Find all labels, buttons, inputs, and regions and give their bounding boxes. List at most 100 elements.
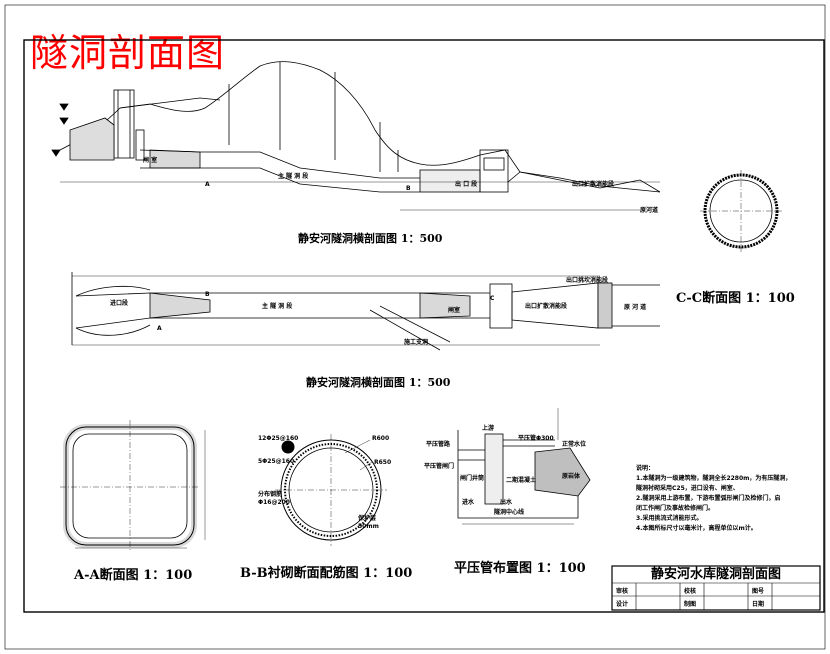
bb-cover2: 50mm (358, 523, 379, 530)
pp-shaft (484, 433, 504, 505)
tb-frame (611, 565, 821, 611)
pp-chamber (457, 430, 579, 519)
tunnel-invert (140, 167, 420, 193)
outer-frame (4, 4, 826, 650)
notes-heading: 说明： (636, 465, 655, 472)
plan-lower (75, 317, 490, 329)
plan-top-note: 出口挑坎消能段 (566, 276, 608, 284)
branch-tunnel (369, 305, 451, 351)
upstream-slope (119, 97, 221, 109)
bb-rebar1: 12Φ25@160 (258, 435, 298, 442)
plan-channel-label: 原 河 道 (624, 303, 646, 311)
long-gate-label: 闸 室 (143, 156, 157, 164)
pp-water: 正常水位 (562, 440, 586, 448)
tb-cell: 图号 (752, 588, 765, 595)
plan-upper (75, 292, 490, 297)
bb-rebar-detail (281, 440, 295, 454)
pp-pipe (458, 449, 485, 461)
longitudinal-section (51, 61, 661, 211)
intake-tower (113, 89, 135, 159)
pp-bottom: 隧洞中心线 (494, 508, 524, 516)
leader (344, 439, 371, 454)
section-cc (700, 170, 782, 252)
note-line: 2.隧洞采用上游布置，下游布置弧形闸门及检修门，启 (636, 495, 781, 502)
plan-mark-b: B (205, 291, 210, 298)
long-outlet-label: 出 口 段 (455, 180, 477, 188)
caption-section-aa: A-A断面图 1：100 (74, 568, 193, 583)
plan-channel (612, 284, 660, 327)
section-bb (275, 434, 387, 546)
water-level-icon (59, 103, 69, 111)
pp-rock (534, 447, 591, 497)
note-line: 闭工作闸门及事故检修闸门。 (636, 505, 715, 512)
bb-dist: 分布钢筋 (258, 490, 282, 498)
bb-dist2: Φ16@200 (258, 499, 290, 506)
long-outlet-note: 出口扩散消能段 (572, 180, 614, 188)
caption-section-bb: B-B衬砌断面配筋图 1：100 (240, 566, 413, 581)
tb-cell: 日期 (752, 601, 765, 608)
pp-inlet: 进水 (462, 498, 475, 506)
plan-apron (597, 282, 613, 329)
plan-view (71, 272, 660, 351)
plan-mark-c: C (490, 295, 495, 302)
plan-gate (489, 283, 513, 329)
pp-top-pipe (503, 439, 555, 447)
plan-gate-label: 闸室 (448, 306, 460, 314)
plan-gate-zone (419, 292, 471, 319)
plan-mark-a: A (157, 325, 162, 332)
terrain-profile (59, 61, 661, 193)
water-level-icon (59, 117, 69, 125)
note-line: 4.本图所标尺寸以毫米计，高程单位以m计。 (636, 525, 757, 532)
pp-concrete: 二期混凝土 (506, 476, 536, 484)
bb-rebar2: 5Φ25@160 (258, 458, 294, 465)
section-mark-a: A (205, 181, 210, 188)
outlet-channel (507, 171, 601, 189)
bb-dia2: R650 (374, 459, 391, 466)
tb-cell: 设计 (616, 601, 629, 608)
plan-transition (149, 292, 211, 319)
plan-inlet-curve (75, 324, 151, 336)
section-mark-b: B (406, 185, 411, 192)
plan-branch-label: 施工支洞 (404, 338, 428, 346)
plan-tunnel-label: 主 隧 洞 段 (262, 302, 292, 310)
note-line: 隧洞衬砌采用C25，进口设有、闸室、 (636, 485, 739, 492)
title-block (611, 565, 821, 611)
pp-valve: 闸门井筒 (460, 474, 484, 482)
leader (359, 461, 373, 471)
project-title: 静安河水库隧洞剖面图 (650, 567, 781, 582)
bb-dia1: R600 (372, 435, 389, 442)
water-level-icon (51, 149, 61, 157)
caption-section-cc: C-C断面图 1：100 (676, 291, 795, 306)
plan-inlet-label: 进口段 (110, 299, 128, 307)
long-channel-label: 原河道 (640, 206, 658, 214)
pp-up: 上游 (482, 424, 494, 432)
note-line: 1.本隧洞为一级建筑物，隧洞全长2280m，为有压隧洞， (636, 475, 792, 482)
inlet-transition (149, 149, 201, 169)
caption-pressure-pipe: 平压管布置图 1：100 (454, 561, 586, 576)
pressure-pipe-layout (457, 408, 591, 525)
upstream-rock (69, 117, 115, 161)
plan-inlet-curve (75, 286, 151, 297)
plan-outlet-label: 出口扩散消能段 (525, 302, 567, 310)
tb-cell: 校核 (684, 588, 697, 595)
section-aa (60, 420, 206, 552)
inner-frame (23, 39, 825, 613)
pp-pipe1: 平压管路 (426, 440, 451, 448)
outlet-room (483, 157, 505, 171)
pp-outlet: 出水 (500, 498, 513, 506)
caption-longitudinal: 静安河隧洞横剖面图 1：500 (298, 232, 443, 245)
gate-slot (135, 129, 145, 161)
pp-pipe2: 平压管Φ300 (518, 434, 554, 442)
riverbed (599, 179, 661, 193)
tb-cell: 审核 (616, 588, 629, 595)
design-notes: 说明： 1.本隧洞为一级建筑物，隧洞全长2280m，为有压隧洞， 隧洞衬砌采用C… (636, 464, 816, 534)
outlet-tower (479, 149, 509, 193)
caption-plan: 静安河隧洞横剖面图 1：500 (306, 376, 451, 389)
pp-gate: 平压管闸门 (424, 462, 454, 470)
tb-cell: 制图 (684, 601, 697, 608)
pp-rock-label: 原岩体 (562, 472, 581, 480)
bb-cover: 保护层 (357, 514, 376, 522)
note-line: 3.采用挑流式消能形式。 (636, 515, 703, 522)
